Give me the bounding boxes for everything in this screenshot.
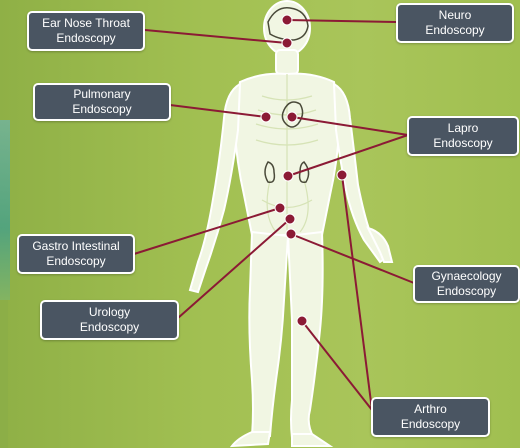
label-arthro-endoscopy: Arthro Endoscopy: [371, 397, 490, 437]
marker-pelvis: [286, 229, 296, 239]
label-ent-line2: Endoscopy: [56, 31, 115, 46]
label-neuro-line1: Neuro: [439, 8, 472, 23]
marker-arm: [337, 170, 347, 180]
label-urology-line2: Endoscopy: [80, 320, 139, 335]
label-urology-line1: Urology: [89, 305, 130, 320]
left-arm: [190, 84, 240, 292]
label-ent-endoscopy: Ear Nose Throat Endoscopy: [27, 11, 145, 51]
label-gastro-line2: Endoscopy: [46, 254, 105, 269]
label-lapro-endoscopy: Lapro Endoscopy: [407, 116, 519, 156]
marker-brain: [282, 15, 292, 25]
label-gynaecology-line2: Endoscopy: [437, 284, 496, 299]
label-gynaecology-line1: Gynaecology: [431, 269, 501, 284]
label-gastro-line1: Gastro Intestinal: [32, 239, 119, 254]
marker-knee: [297, 316, 307, 326]
marker-abdomen: [283, 171, 293, 181]
left-foot: [232, 432, 270, 446]
label-gynaecology-endoscopy: Gynaecology Endoscopy: [413, 265, 520, 303]
marker-throat: [282, 38, 292, 48]
label-gastro-intestinal-endoscopy: Gastro Intestinal Endoscopy: [17, 234, 135, 274]
label-pulmonary-endoscopy: Pulmonary Endoscopy: [33, 83, 171, 121]
right-leg: [288, 232, 323, 438]
marker-bladder: [285, 214, 295, 224]
label-urology-endoscopy: Urology Endoscopy: [40, 300, 179, 340]
marker-intestine: [275, 203, 285, 213]
label-neuro-line2: Endoscopy: [425, 23, 484, 38]
label-lapro-line1: Lapro: [448, 121, 479, 136]
label-pulmonary-line1: Pulmonary: [73, 87, 130, 102]
neck: [276, 50, 298, 74]
label-arthro-line1: Arthro: [414, 402, 447, 417]
label-pulmonary-line2: Endoscopy: [72, 102, 131, 117]
label-lapro-line2: Endoscopy: [433, 136, 492, 151]
label-ent-line1: Ear Nose Throat: [42, 16, 130, 31]
label-neuro-endoscopy: Neuro Endoscopy: [396, 3, 514, 43]
left-leg: [249, 232, 288, 436]
label-arthro-line2: Endoscopy: [401, 417, 460, 432]
marker-lung: [261, 112, 271, 122]
right-foot: [292, 434, 330, 446]
marker-heart: [287, 112, 297, 122]
